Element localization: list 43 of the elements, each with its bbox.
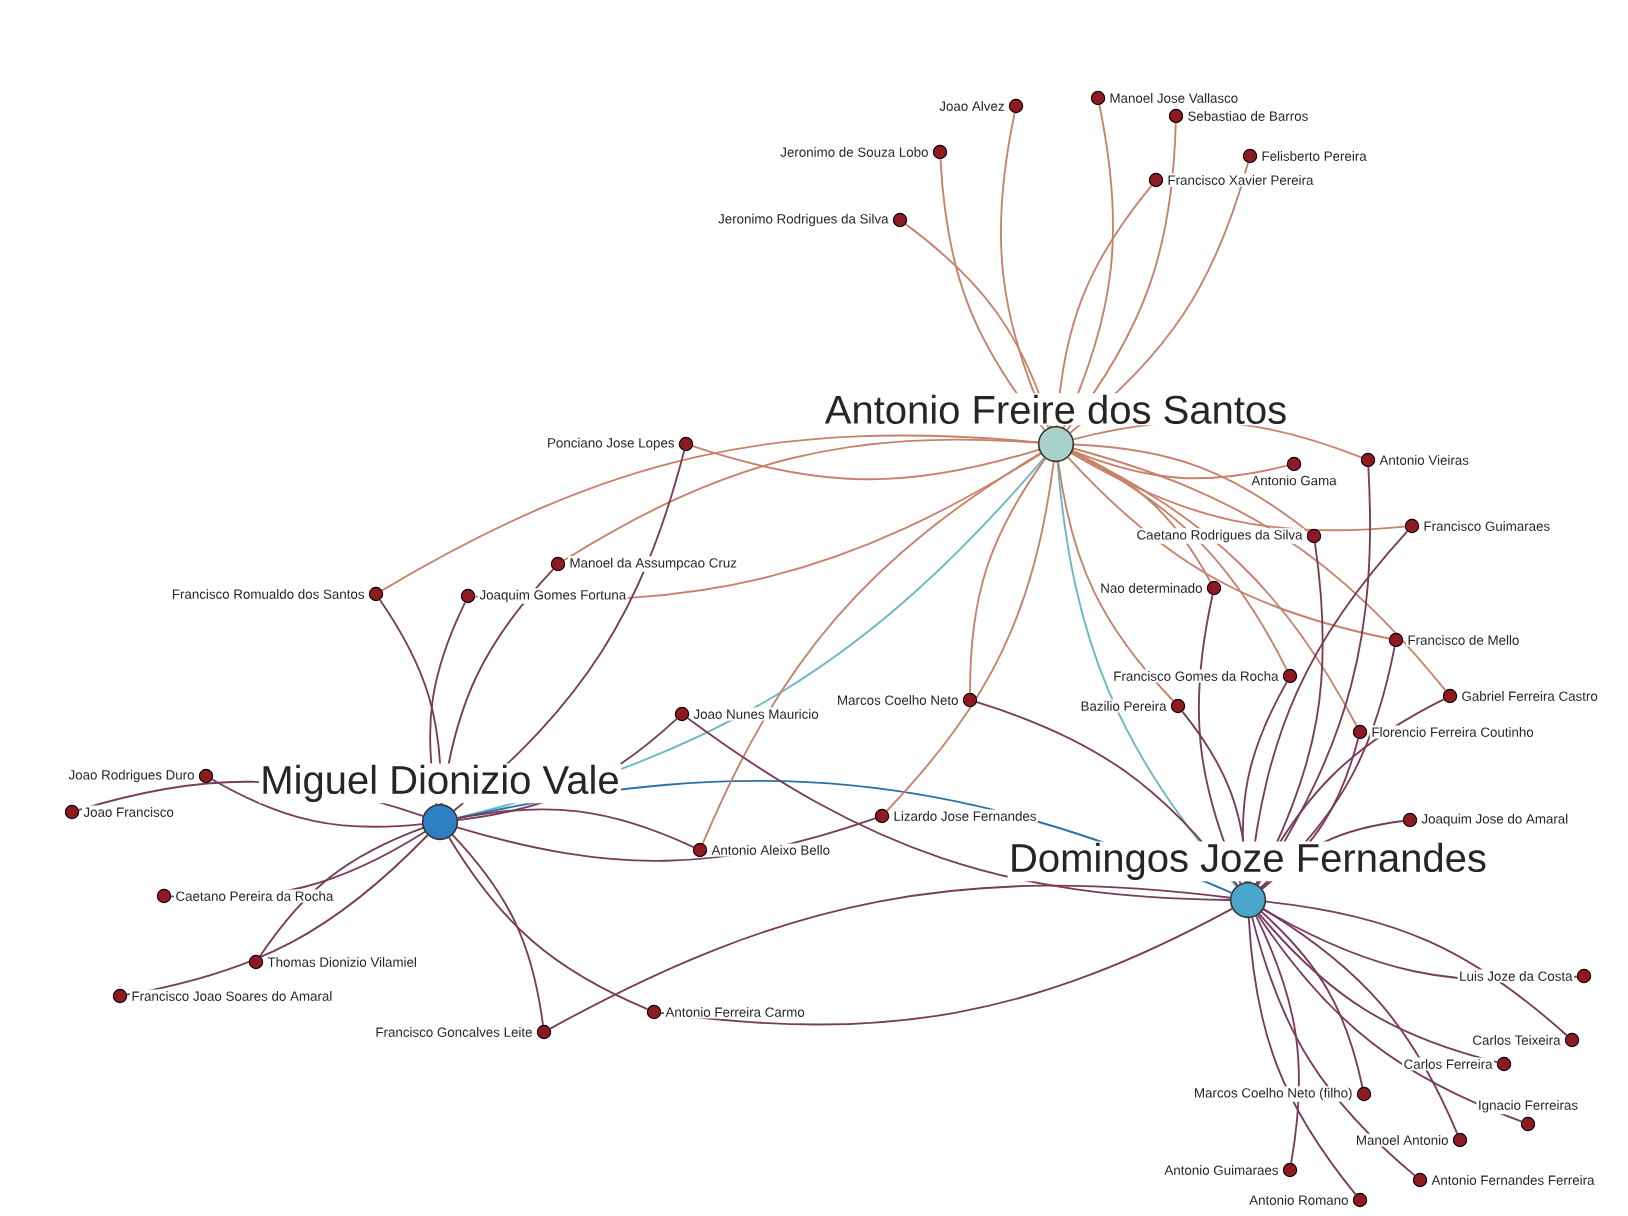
edge-curve <box>1247 916 1357 1196</box>
edge-curve <box>211 778 424 828</box>
edge-curve <box>1260 910 1364 1088</box>
edge-curve <box>1055 184 1153 428</box>
edge-curve <box>1067 456 1390 640</box>
edge-curve <box>451 833 544 1026</box>
node-label: Domingos Joze Fernandes <box>1012 842 1486 880</box>
edge-curve <box>1070 452 1406 532</box>
edge-curve <box>1256 466 1371 886</box>
edge-curve <box>259 826 425 958</box>
edge-curve <box>1248 530 1409 884</box>
edge-curve <box>1072 447 1447 692</box>
edge-curve <box>1256 914 1523 1123</box>
edge-curve <box>549 884 1232 1030</box>
edge-curve <box>1062 104 1115 429</box>
edge-curve <box>660 907 1234 1026</box>
edge-curve <box>381 434 1040 592</box>
edge-curve <box>1262 908 1459 1135</box>
edge-curve <box>1071 450 1358 727</box>
edge-curve <box>1251 916 1416 1177</box>
edge-curve <box>1071 450 1212 583</box>
edge-curve <box>1255 915 1300 1164</box>
edge-curve <box>1258 912 1498 1064</box>
edge-curve <box>1071 451 1288 671</box>
edge-curve <box>1071 450 1288 480</box>
edge-curve <box>999 112 1050 429</box>
edge-curve <box>126 834 429 996</box>
edge-curve <box>969 457 1047 694</box>
node-label: Miguel Dionizio Vale <box>263 764 618 802</box>
edge-curve <box>1264 900 1568 1037</box>
edge-curve <box>691 445 1040 481</box>
edge-curve <box>886 460 1055 812</box>
edge-curve <box>563 438 1040 562</box>
hub-node: Antonio Freire dos Santos <box>823 393 1289 463</box>
edge-curve <box>448 836 649 1011</box>
node-label: Antonio Freire dos Santos <box>824 394 1286 424</box>
edge-curve <box>701 452 1042 845</box>
edge-curve <box>456 808 695 848</box>
hub-node: Domingos Joze Fernandes <box>1007 841 1489 919</box>
hub-node: Miguel Dionizio Vale <box>258 763 622 841</box>
edge-curve <box>686 717 1232 901</box>
edge-curve <box>1072 443 1310 533</box>
edge-curve <box>1057 460 1175 702</box>
